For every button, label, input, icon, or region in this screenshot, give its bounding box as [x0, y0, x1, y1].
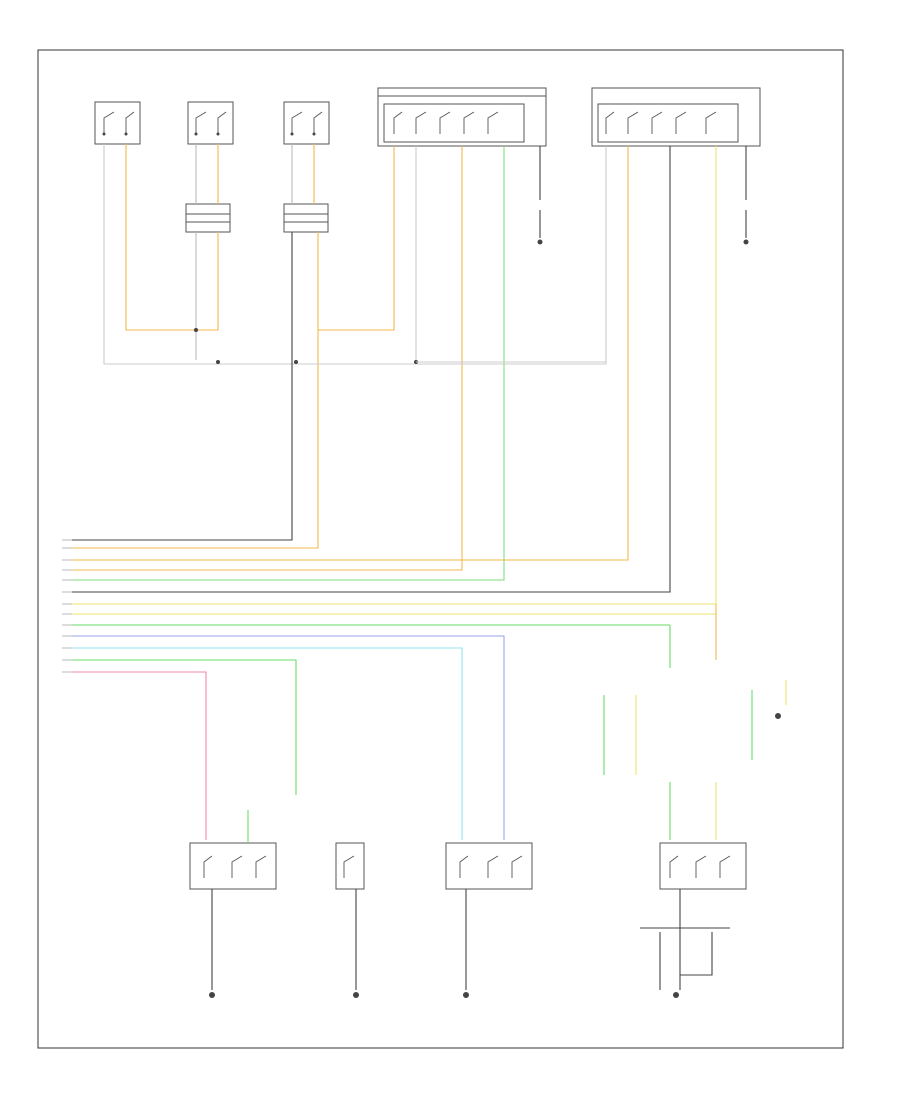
top-switch-c — [283, 101, 330, 145]
connector-b — [185, 203, 231, 233]
connector-c — [283, 203, 329, 233]
driver-window-switch — [591, 87, 761, 147]
bottom-switch-2 — [335, 842, 365, 890]
top-switch-a — [94, 101, 141, 145]
diagram-frame — [37, 49, 844, 1049]
bottom-switch-4 — [659, 842, 747, 890]
passenger-window-switch — [377, 87, 547, 147]
top-switch-b — [187, 101, 234, 145]
bottom-switch-1 — [189, 810, 277, 890]
bottom-switch-3 — [445, 842, 533, 890]
